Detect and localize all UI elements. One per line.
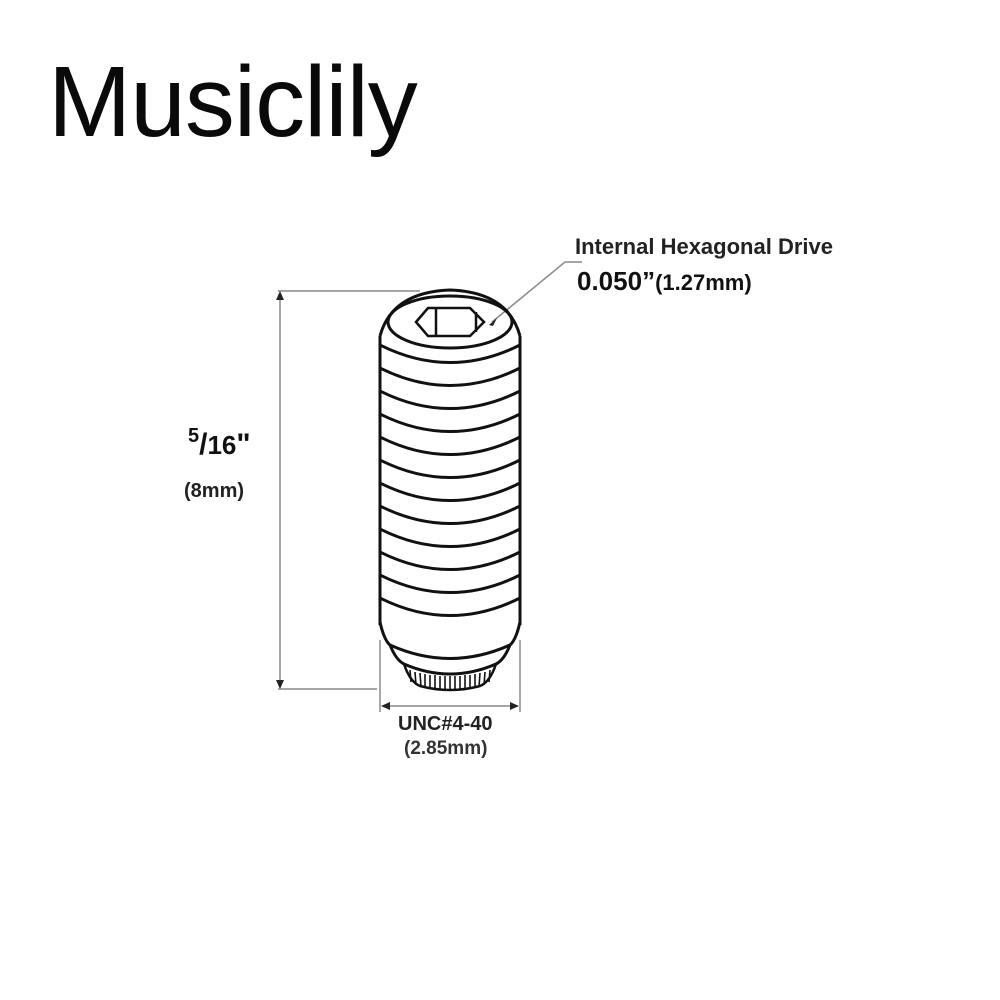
height-fraction-label: 5/16": [188, 425, 251, 462]
arrow-down-icon: [276, 680, 284, 689]
height-unit: ": [236, 428, 251, 461]
drive-size-inch: 0.050”: [577, 266, 656, 296]
height-numerator: 5: [188, 425, 200, 447]
arrow-left-icon: [381, 702, 390, 710]
thread-diameter-label: (2.85mm): [404, 738, 488, 759]
width-dimension: [379, 640, 521, 712]
height-mm-label: (8mm): [184, 480, 245, 502]
knurled-tip: [409, 669, 491, 690]
drive-title-label: Internal Hexagonal Drive: [575, 234, 833, 259]
height-slash: /: [199, 428, 208, 461]
screw-body: [378, 288, 522, 692]
arrow-up-icon: [276, 291, 284, 300]
brand-logo-text: Musiclily: [48, 46, 418, 158]
leader-arrow-icon: [489, 318, 497, 326]
height-denominator: 16: [207, 430, 237, 460]
drive-size-label: 0.050”(1.27mm): [577, 266, 752, 297]
arrow-right-icon: [510, 702, 519, 710]
thread-spec-label: UNC#4-40: [398, 713, 493, 735]
drive-size-mm: (1.27mm): [655, 270, 752, 295]
height-dimension: [278, 290, 420, 690]
drive-leader-line: [491, 261, 582, 323]
